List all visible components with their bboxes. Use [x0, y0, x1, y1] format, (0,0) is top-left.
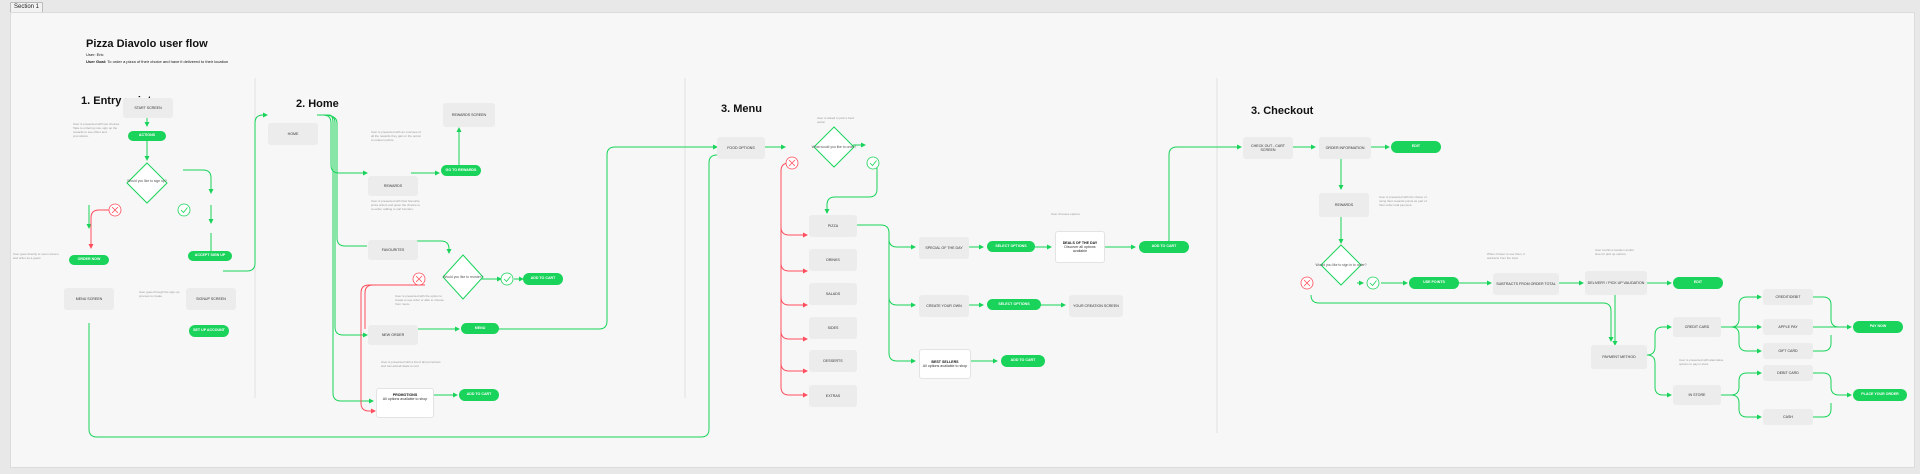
menu-screen-node[interactable]: MENU SCREEN	[64, 288, 114, 310]
home-note-favourites: User is presented with their favourite p…	[371, 199, 421, 211]
entry-note-right: User goes through the sign-up process to…	[139, 290, 180, 298]
signup-screen-node[interactable]: SIGNUP SCREEN	[186, 288, 236, 310]
yes-icon	[500, 272, 514, 286]
deals-label: DEALS OF THE DAY	[1062, 240, 1098, 245]
no-icon	[108, 203, 122, 217]
home-note-new-order: User is presented with the option to cre…	[395, 294, 444, 306]
decision-diamond-order: What would you like to order?	[812, 126, 857, 168]
svg-text:Would you like to reorder?: Would you like to reorder?	[443, 275, 483, 279]
cc-option-gift-card[interactable]: GIFT CARD	[1763, 343, 1813, 359]
section-title-home: 2. Home	[296, 98, 339, 110]
create-your-own-node[interactable]: CREATE YOUR OWN	[919, 295, 969, 317]
payment-method-node[interactable]: PAYMENT METHOD	[1591, 345, 1647, 369]
svg-text:What would you like to order?: What would you like to order?	[812, 145, 857, 149]
no-icon	[1300, 276, 1314, 290]
special-of-day-node[interactable]: SPECIAL OF THE DAY	[919, 237, 969, 259]
yes-icon	[177, 203, 191, 217]
in-store-node[interactable]: IN STORE	[1673, 385, 1721, 405]
menu-item-extras[interactable]: EXTRAS	[809, 385, 857, 407]
user-goal: User Goal: To order a pizza of their cho…	[86, 59, 228, 64]
home-note-rewards: User is presented with an overview of al…	[371, 130, 422, 142]
best-sellers-card[interactable]: BEST SELLERS All options available to sh…	[919, 349, 971, 379]
cc-option-credit-debit[interactable]: CREDIT/DEBIT	[1763, 289, 1813, 305]
deals-sub: Discover all options available	[1064, 244, 1096, 254]
best-sellers-label: BEST SELLERS	[931, 359, 959, 364]
menu-item-sides[interactable]: SIDES	[809, 317, 857, 339]
best-sellers-add-to-cart-pill[interactable]: ADD TO CART	[1001, 355, 1045, 367]
menu-note-deals: User chooses options	[1051, 212, 1080, 216]
start-screen-node[interactable]: START SCREEN	[123, 98, 173, 118]
promotions-card[interactable]: PROMOTIONS All options available to shop	[376, 388, 434, 418]
rewards-screen-node[interactable]: REWARDS SCREEN	[443, 103, 495, 127]
best-sellers-sub: All options available to shop	[922, 364, 968, 368]
promotions-sub: All options available to shop	[382, 397, 428, 402]
check-out-cart-node[interactable]: CHECK OUT - CART SCREEN	[1243, 137, 1293, 159]
go-to-rewards-pill[interactable]: GO TO REWARDS	[441, 165, 481, 176]
menu-item-salads[interactable]: SALADS	[809, 283, 857, 305]
set-up-account-pill[interactable]: SET UP ACCOUNT	[189, 325, 229, 337]
decision-diamond-signup: Would you like to sign up?	[126, 162, 168, 204]
place-order-pill[interactable]: PLACE YOUR ORDER	[1853, 389, 1907, 401]
actions-pill[interactable]: ACTIONS	[128, 131, 166, 141]
no-icon	[785, 156, 799, 170]
svg-text:Would you like to sign up?: Would you like to sign up?	[127, 179, 167, 183]
decision-diamond-reorder: Would you like to reorder?	[442, 254, 484, 300]
new-order-node[interactable]: NEW ORDER	[368, 325, 418, 345]
create-select-options-pill[interactable]: SELECT OPTIONS	[987, 299, 1041, 310]
select-options-pill[interactable]: SELECT OPTIONS	[987, 241, 1035, 252]
flow-canvas: Would you like to sign up? Would you lik…	[10, 12, 1915, 468]
order-edit-pill[interactable]: EDIT	[1391, 141, 1441, 153]
entry-note-top: User is presented with two choices. Take…	[73, 122, 121, 138]
checkout-note-alt: User is presented with alternative optio…	[1679, 358, 1724, 366]
deals-of-day-card[interactable]: DEALS OF THE DAY Discover all options av…	[1055, 231, 1105, 263]
use-points-pill[interactable]: USE POINTS	[1409, 277, 1459, 289]
entry-note-left: User goes directly to menu screen and or…	[13, 252, 59, 260]
food-options-node[interactable]: FOOD OPTIONS	[717, 137, 765, 159]
checkout-rewards-node[interactable]: REWARDS	[1319, 193, 1369, 217]
menu-item-drinks[interactable]: DRINKS	[809, 249, 857, 271]
user-line: User: Eric	[86, 52, 104, 57]
order-now-pill[interactable]: ORDER NOW	[69, 255, 109, 265]
rewards-node[interactable]: REWARDS	[368, 176, 418, 196]
menu-pill[interactable]: MENU	[461, 323, 499, 334]
checkout-note-subtract: When chosen to use them, it subtracts fr…	[1487, 252, 1526, 260]
decision-diamond-signin: Would you like to sign in to order?	[1315, 244, 1367, 286]
delivery-validation-node[interactable]: DELIVERY / PICK UP VALIDATION	[1585, 271, 1647, 295]
credit-card-node[interactable]: CREDIT CARD	[1673, 317, 1721, 337]
menu-item-desserts[interactable]: DESSERTS	[809, 350, 857, 372]
pay-now-pill[interactable]: PAY NOW	[1853, 321, 1903, 333]
home-note-promotions: User is presented with a list of all pro…	[381, 360, 441, 368]
reorder-add-to-cart-pill[interactable]: ADD TO CART	[523, 273, 563, 285]
svg-text:Would you like to sign in to o: Would you like to sign in to order?	[1315, 263, 1366, 267]
cc-option-apple-pay[interactable]: APPLE PAY	[1763, 319, 1813, 335]
alt-option-debit[interactable]: DEBIT CARD	[1763, 365, 1813, 381]
goal-label: User Goal:	[86, 59, 107, 64]
home-node[interactable]: HOME	[268, 123, 318, 145]
section-title-checkout: 3. Checkout	[1251, 105, 1314, 117]
checkout-note-rewards: User is presented with the choice of usi…	[1379, 195, 1427, 207]
favourites-node[interactable]: FAVOURITES	[368, 240, 418, 260]
checkout-note-delivery: User confirms location and/or time for p…	[1595, 248, 1635, 256]
subtracts-from-total-node[interactable]: SUBTRACTS FROM ORDER TOTAL	[1493, 273, 1559, 295]
promotions-label: PROMOTIONS	[392, 393, 418, 397]
yes-icon	[1366, 276, 1380, 290]
no-icon	[412, 272, 426, 286]
yes-icon	[866, 156, 880, 170]
goal-text: To order a pizza of their choice and hav…	[107, 59, 229, 64]
menu-item-pizza[interactable]: PIZZA	[809, 215, 857, 237]
menu-note-top: User is asked to pick a food option	[817, 116, 854, 124]
accept-sign-up-pill[interactable]: ACCEPT SIGN UP	[188, 251, 232, 261]
promotions-add-to-cart-pill[interactable]: ADD TO CART	[459, 389, 499, 401]
alt-option-cash[interactable]: CASH	[1763, 409, 1813, 425]
delivery-edit-pill[interactable]: EDIT	[1673, 277, 1723, 289]
your-creation-screen-node[interactable]: YOUR CREATION SCREEN	[1069, 295, 1123, 317]
section-title-menu: 3. Menu	[721, 103, 762, 115]
deals-add-to-cart-pill[interactable]: ADD TO CART	[1139, 241, 1189, 253]
page-title: Pizza Diavolo user flow	[86, 38, 208, 50]
order-information-node[interactable]: ORDER INFORMATION	[1319, 137, 1371, 159]
